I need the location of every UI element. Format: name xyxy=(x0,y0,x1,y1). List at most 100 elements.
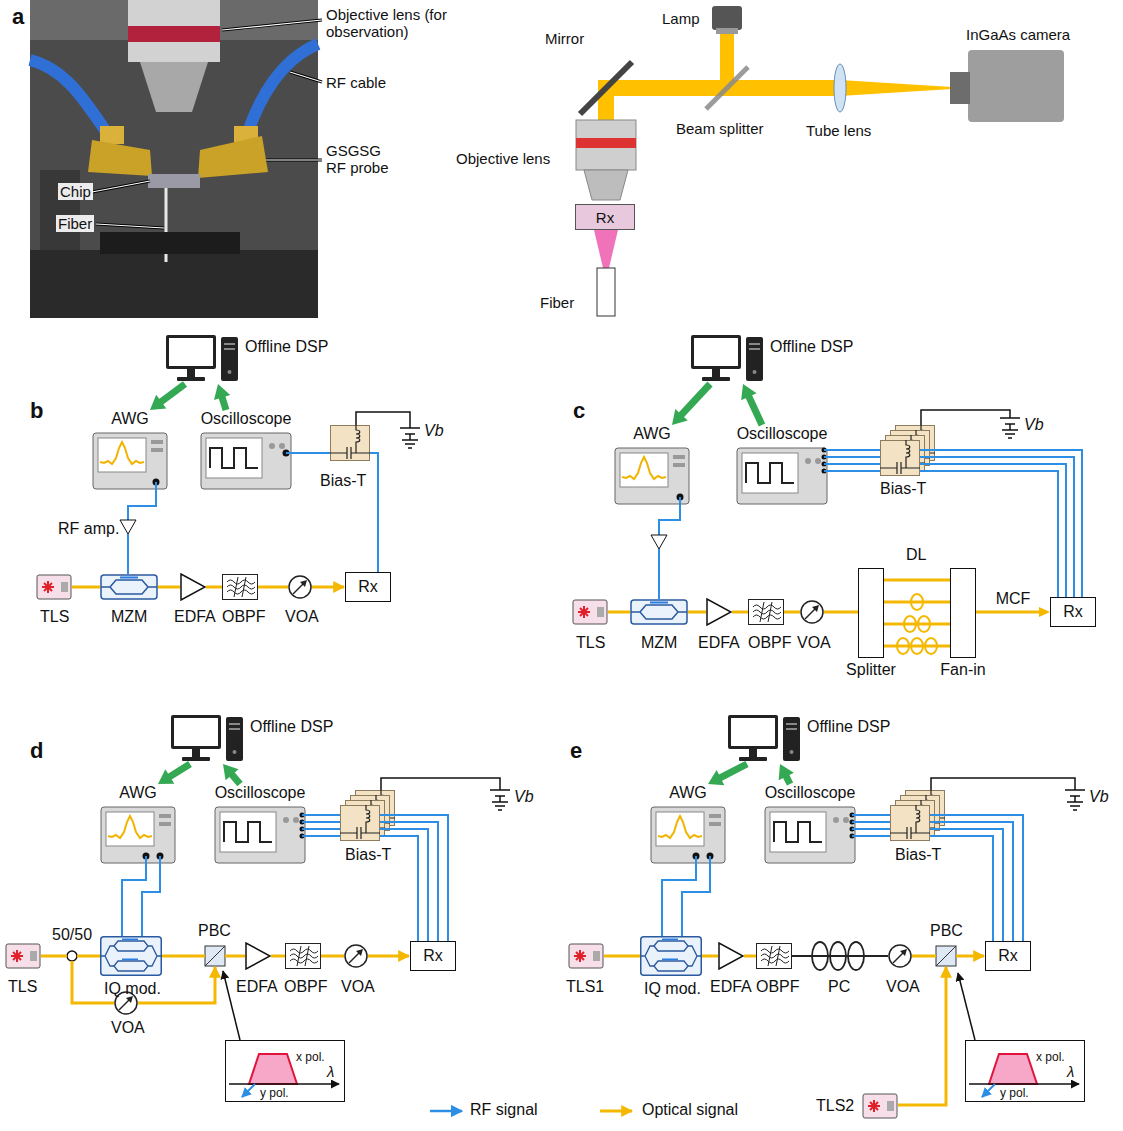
panel-e-setup xyxy=(744,955,756,958)
component-label: Fiber xyxy=(56,215,94,232)
arrow-head xyxy=(741,384,756,400)
microscope-schematic xyxy=(576,120,636,170)
component-label: Vb xyxy=(1024,416,1044,434)
panel-e-setup xyxy=(830,942,846,970)
leader-lines xyxy=(92,20,322,228)
node-text: AWG xyxy=(633,425,671,443)
panel-c-setup xyxy=(920,464,1066,597)
panel-e-setup xyxy=(956,955,984,958)
instrument-node: Oscilloscope xyxy=(760,784,860,866)
component-label: DL xyxy=(906,546,926,564)
panel-d-setup xyxy=(271,955,285,958)
microscope-schematic xyxy=(597,268,615,316)
panel-d-setup xyxy=(340,805,380,841)
panel-b-setup xyxy=(206,586,222,589)
panel-c-setup xyxy=(920,471,1058,597)
component-label: 50/50 xyxy=(52,926,92,944)
panel-e-setup xyxy=(651,807,725,863)
panel-d-setup xyxy=(380,815,448,941)
node-text: λ xyxy=(1067,1064,1074,1081)
panel-e-setup xyxy=(812,942,828,970)
microscope-schematic xyxy=(720,34,734,80)
panel-e-setup xyxy=(848,942,864,970)
connector-line xyxy=(884,579,950,582)
panel-e-setup xyxy=(569,944,603,968)
panel-c-setup xyxy=(822,448,827,474)
panel-b-setup xyxy=(356,412,420,448)
panel-c-setup xyxy=(631,600,687,624)
node-text: y pol. xyxy=(260,1087,289,1100)
panel-e-setup xyxy=(930,829,1003,941)
component-label: Lamp xyxy=(662,10,700,27)
panel-d-setup xyxy=(225,955,245,958)
polarization-inset-graphic xyxy=(989,1054,1037,1084)
microscope-schematic xyxy=(576,138,636,148)
panel-c-setup xyxy=(824,463,880,465)
legend-text: Optical signal xyxy=(642,1101,738,1119)
instrument-node: AWG xyxy=(612,425,692,507)
connector xyxy=(976,607,1050,617)
legend-text: RF signal xyxy=(470,1101,538,1119)
leader-lines xyxy=(92,20,322,228)
component-label: RF amp. xyxy=(58,520,119,538)
connector-line xyxy=(786,776,790,784)
node-text: Offline DSP xyxy=(245,332,328,356)
arrow-head xyxy=(158,769,174,784)
polarization-inset-graphic xyxy=(965,1040,1085,1102)
connector xyxy=(158,764,190,784)
component-label: VOA xyxy=(797,634,831,652)
polarization-inset-graphic xyxy=(225,1040,345,1102)
connector-line xyxy=(160,384,185,402)
panel-e-setup xyxy=(569,715,1085,1118)
component-label: VOA xyxy=(285,608,319,626)
panel-c-setup xyxy=(688,611,706,614)
panel-e-setup xyxy=(662,856,696,936)
polarization-inset-graphic xyxy=(965,1040,1085,1102)
arrow-head xyxy=(214,384,230,400)
setup-photo xyxy=(40,170,80,250)
node-text: AWG xyxy=(119,784,157,802)
panel-c-setup xyxy=(749,600,784,625)
computer-node: Offline DSP xyxy=(163,332,328,384)
panel-d-setup xyxy=(380,822,438,941)
panel-b-setup xyxy=(93,433,167,489)
component-label: Vb xyxy=(424,422,444,440)
connector-line xyxy=(748,396,762,425)
component-label: VOA xyxy=(111,1019,145,1037)
panel-d-setup xyxy=(381,778,510,810)
component-label: MZM xyxy=(111,608,147,626)
panel-c-setup xyxy=(784,611,800,614)
panel-d-setup xyxy=(380,829,428,941)
component-label: OBPF xyxy=(748,634,792,652)
panel-e-setup xyxy=(812,942,864,970)
panel-d-setup xyxy=(6,715,510,1102)
panel-d-setup xyxy=(368,955,409,958)
panel-c-setup xyxy=(920,450,1082,597)
panel-c-setup xyxy=(651,535,667,549)
microscope-schematic xyxy=(576,6,1064,316)
panel-b-setup xyxy=(289,576,311,598)
polarization-inset-graphic xyxy=(969,1083,1079,1085)
connector-line xyxy=(231,774,240,784)
polarization-inset-graphic xyxy=(982,1084,995,1097)
node-text: Oscilloscope xyxy=(215,784,306,802)
panel-c-setup xyxy=(608,611,630,614)
node-text: λ xyxy=(327,1064,334,1081)
panel-d-setup xyxy=(286,944,321,969)
node-text: x pol. xyxy=(296,1051,325,1064)
leader-lines xyxy=(222,20,322,30)
panel-c-setup xyxy=(920,457,1074,597)
panel-letter: d xyxy=(30,738,43,763)
panel-d-setup xyxy=(302,821,340,823)
component-label: VOA xyxy=(341,978,375,996)
setup-photo xyxy=(128,0,220,62)
panel-c-setup xyxy=(658,549,660,599)
component-label: Mirror xyxy=(545,30,584,47)
panel-b-setup xyxy=(37,575,71,599)
microscope-schematic xyxy=(716,28,738,34)
component-label: PBC xyxy=(198,922,231,940)
polarization-inset-graphic xyxy=(249,1054,297,1084)
component-label: EDFA xyxy=(710,978,752,996)
panel-c-setup xyxy=(880,440,920,476)
